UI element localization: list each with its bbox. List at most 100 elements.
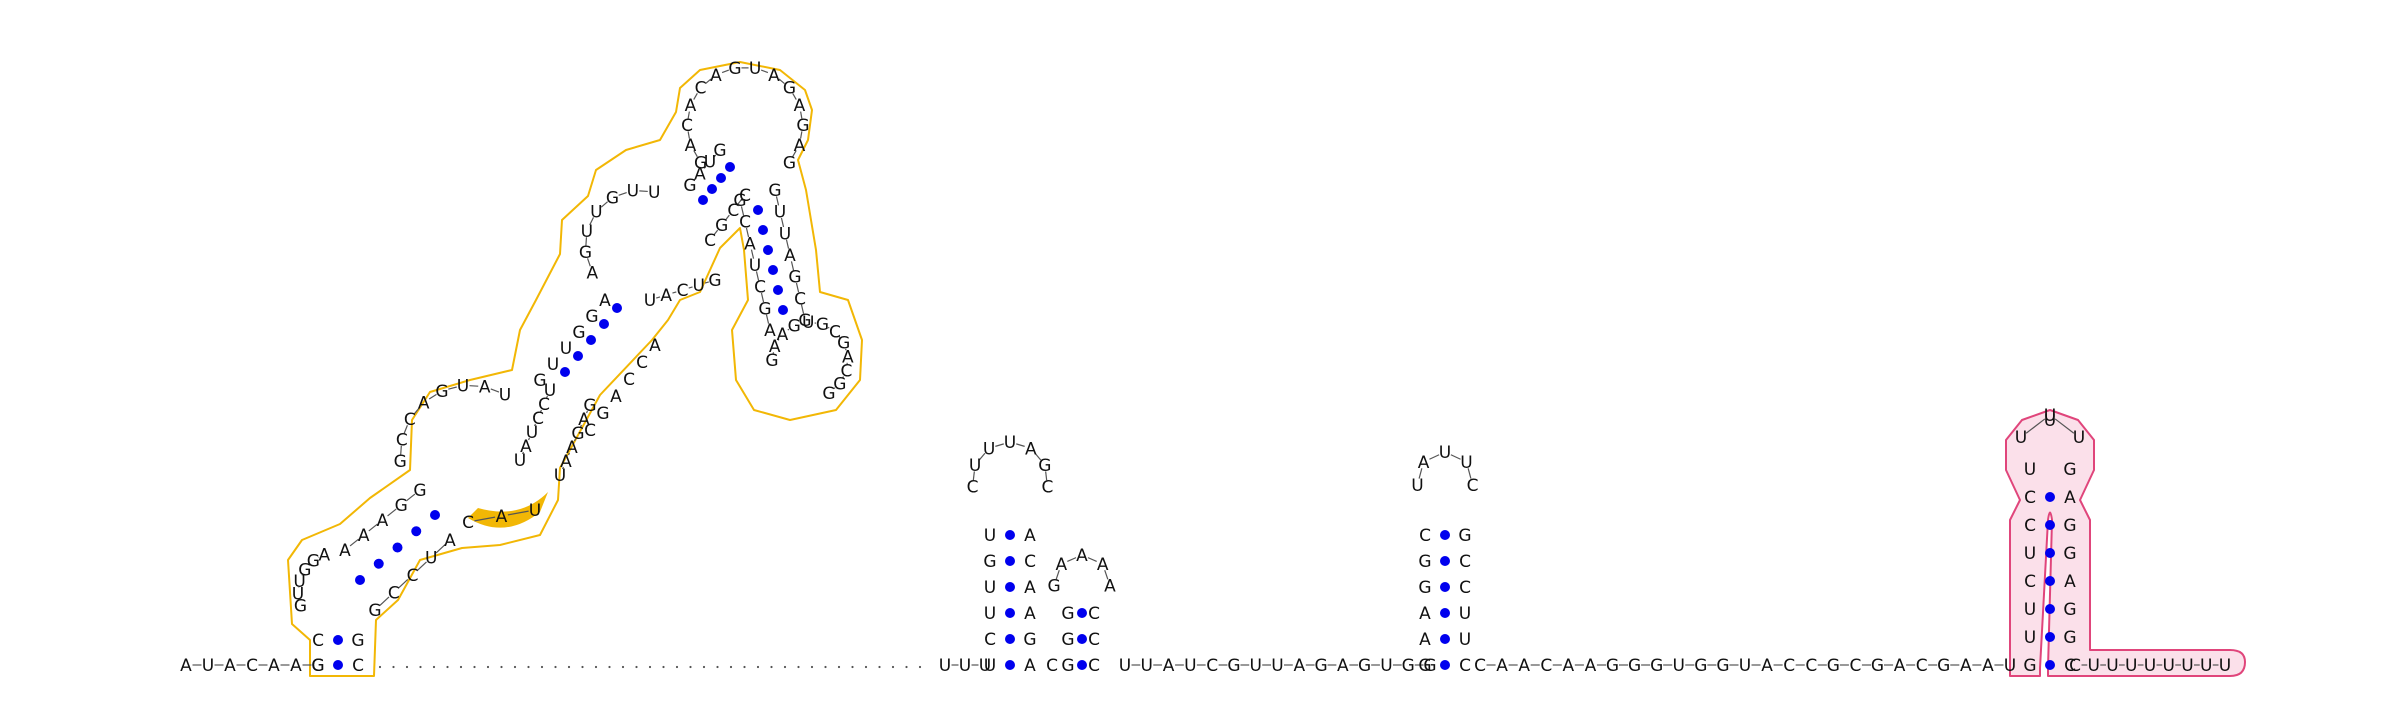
nucleotide-152: G bbox=[1048, 576, 1061, 596]
linker-dot bbox=[621, 665, 625, 669]
nucleotide-28: G bbox=[394, 452, 407, 472]
linker-dot bbox=[783, 665, 787, 669]
backbone-segment bbox=[507, 510, 529, 516]
nucleotide-157: U bbox=[1119, 656, 1131, 676]
backbone-segment bbox=[693, 150, 698, 157]
nucleotide-195: G bbox=[1606, 656, 1619, 676]
linker-dot bbox=[432, 665, 436, 669]
base-pair-dot bbox=[1077, 660, 1087, 670]
nucleotide-188: C bbox=[1467, 476, 1479, 496]
nucleotide-170: G bbox=[1402, 656, 1415, 676]
nucleotide-216: U bbox=[2024, 628, 2036, 648]
nucleotide-156: A bbox=[1104, 576, 1116, 596]
backbone-segment bbox=[618, 191, 627, 196]
nucleotide-4: C bbox=[246, 656, 258, 676]
nucleotide-18: A bbox=[339, 541, 351, 561]
nucleotide-105: U bbox=[774, 203, 786, 223]
backbone-segment bbox=[379, 596, 390, 607]
nucleotide-110: G bbox=[798, 311, 811, 331]
linker-dot bbox=[594, 665, 598, 669]
backbone-segment bbox=[1467, 468, 1472, 479]
domain2-outline bbox=[2005, 409, 2246, 677]
base-pair-dot bbox=[373, 558, 384, 569]
backbone-segment bbox=[693, 177, 697, 181]
nucleotide-235: U bbox=[2106, 656, 2118, 676]
base-pair-dot bbox=[716, 173, 726, 183]
nucleotide-39: U bbox=[544, 381, 556, 401]
nucleotide-126: U bbox=[984, 656, 996, 676]
backbone-segment bbox=[800, 131, 803, 139]
backbone-segment bbox=[995, 443, 1004, 447]
backbone-segment bbox=[792, 150, 797, 157]
nucleotide-79: C bbox=[704, 231, 716, 251]
linker-dot bbox=[662, 665, 665, 669]
base-pair-dot bbox=[753, 205, 763, 215]
nucleotide-61: C bbox=[636, 353, 648, 373]
nucleotide-98: C bbox=[739, 213, 751, 233]
nucleotide-49: A bbox=[560, 452, 572, 472]
nucleotide-103: A bbox=[764, 321, 776, 341]
nucleotide-199: G bbox=[1694, 656, 1707, 676]
nucleotide-45: G bbox=[583, 396, 596, 416]
nucleotide-38: U bbox=[529, 501, 541, 521]
linker-dot bbox=[810, 665, 814, 669]
nucleotide-172: G bbox=[1418, 656, 1431, 676]
nucleotide-82: C bbox=[739, 186, 751, 206]
hairpin5-loop-top: U bbox=[2044, 411, 2056, 431]
nucleotide-60: C bbox=[623, 370, 635, 390]
base-pair-dot bbox=[333, 660, 343, 670]
nucleotide-145: C bbox=[1046, 656, 1058, 676]
nucleotide-27: A bbox=[444, 531, 456, 551]
nucleotide-230: U bbox=[2015, 428, 2027, 448]
backbone-segment bbox=[403, 425, 408, 434]
nucleotide-124: U bbox=[959, 656, 971, 676]
backbone-segment bbox=[842, 376, 845, 378]
nucleotide-10: C bbox=[312, 631, 324, 651]
nucleotide-198: U bbox=[1673, 656, 1685, 676]
nucleotide-117: C bbox=[829, 322, 841, 342]
nucleotide-94: G bbox=[796, 116, 809, 136]
linker-dot bbox=[675, 665, 679, 669]
nucleotide-46: A bbox=[578, 410, 590, 430]
nucleotide-171: G bbox=[1423, 656, 1436, 676]
nucleotide-120: C bbox=[841, 362, 853, 382]
nucleotide-116: G bbox=[816, 315, 829, 335]
backbone-segment bbox=[1418, 468, 1423, 479]
nucleotide-111: G bbox=[765, 351, 778, 371]
linker-dot bbox=[878, 665, 881, 669]
nucleotide-44: U bbox=[514, 451, 526, 471]
linker-dot bbox=[824, 665, 827, 669]
nucleotide-173: C bbox=[1459, 656, 1471, 676]
nucleotide-129: G bbox=[1023, 630, 1036, 650]
nucleotide-131: A bbox=[1024, 604, 1036, 624]
nucleotide-143: G bbox=[1038, 456, 1051, 476]
backbone-segment bbox=[688, 286, 693, 289]
nucleotide-31: A bbox=[418, 394, 430, 414]
linker-dot bbox=[851, 665, 854, 669]
nucleotide-215: C bbox=[2064, 656, 2076, 676]
backbone-segment bbox=[713, 154, 717, 158]
backbone-segment bbox=[1045, 471, 1048, 481]
nucleotide-14: U bbox=[293, 572, 305, 592]
nucleotide-40: C bbox=[538, 395, 550, 415]
nucleotide-74: G bbox=[708, 271, 721, 291]
backbone-segment bbox=[1034, 452, 1042, 461]
nucleotide-241: U bbox=[2219, 656, 2231, 676]
nucleotide-25: C bbox=[407, 566, 419, 586]
nucleotide-36: C bbox=[462, 513, 474, 533]
base-pair-dot bbox=[612, 303, 622, 313]
backbone-segment bbox=[765, 314, 770, 324]
linker-dot bbox=[500, 665, 503, 669]
backbone-segment bbox=[800, 111, 803, 119]
backbone-segment bbox=[413, 407, 420, 415]
nucleotide-15: G bbox=[298, 561, 311, 581]
backbone-segment bbox=[703, 166, 707, 169]
base-pair-dot bbox=[2045, 520, 2055, 530]
nucleotide-6: A bbox=[290, 656, 302, 676]
base-pair-dot bbox=[2045, 660, 2055, 670]
nucleotide-204: C bbox=[1805, 656, 1817, 676]
base-pair-dot bbox=[1005, 634, 1015, 644]
nucleotide-206: C bbox=[1849, 656, 1861, 676]
linker-dot bbox=[446, 665, 449, 669]
backbone-segment bbox=[2025, 418, 2046, 434]
